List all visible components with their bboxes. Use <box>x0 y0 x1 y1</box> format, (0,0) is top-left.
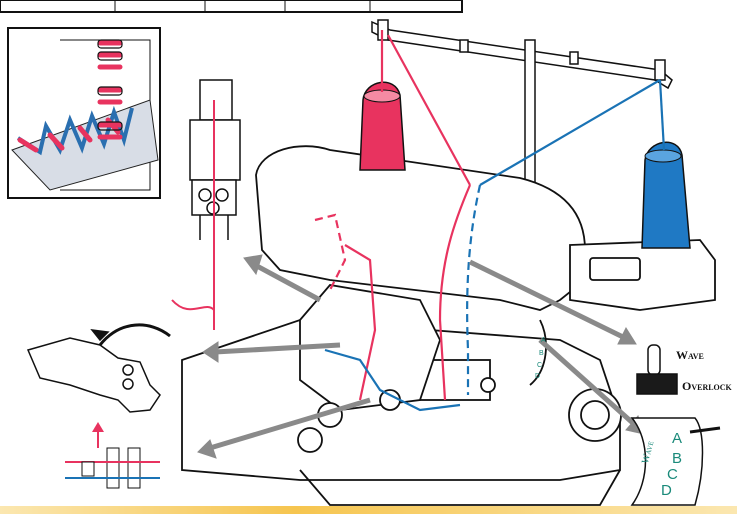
wave-label: Wave <box>676 348 704 362</box>
wave-dial-icon <box>630 417 721 506</box>
dial-label-b: B <box>672 450 683 467</box>
pink-thread-cone <box>359 81 406 171</box>
needle-clamp-detail <box>171 79 241 330</box>
blue-thread-path <box>324 79 666 412</box>
machine-dial-a: A <box>541 337 546 344</box>
presser-foot-detail <box>26 323 171 413</box>
machine-dial-c: C <box>537 362 543 369</box>
top-table-bar <box>0 0 463 13</box>
pink-thread-path <box>314 30 472 401</box>
dial-label-d: D <box>661 482 672 499</box>
bottom-color-strip <box>0 506 737 514</box>
dial-label-c: C <box>667 466 678 483</box>
dial-label-a: A <box>672 430 683 447</box>
thread-stand <box>371 19 673 221</box>
stitch-detail-inset <box>7 27 161 199</box>
wave-overlock-switch <box>636 344 678 395</box>
machine-dial-d: D <box>535 373 541 380</box>
blue-thread-cone <box>641 141 691 249</box>
serger-machine-body <box>181 145 716 506</box>
overlock-label: Overlock <box>682 379 732 393</box>
machine-dial-b: B <box>539 350 544 357</box>
thread-path-legend <box>65 422 160 489</box>
